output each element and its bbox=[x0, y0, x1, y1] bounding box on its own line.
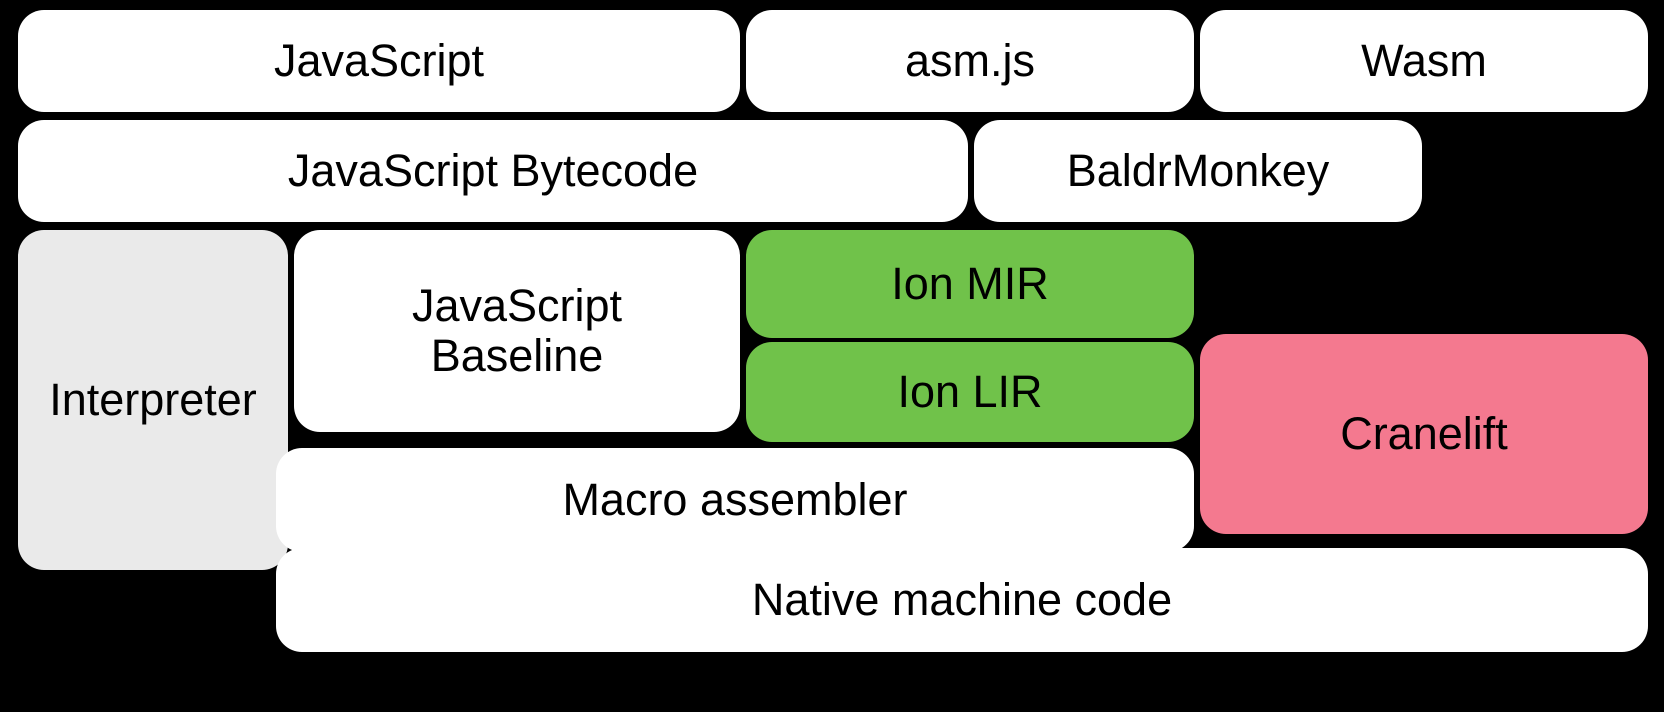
node-ion-lir[interactable]: Ion LIR bbox=[746, 342, 1194, 442]
node-baldrmonkey[interactable]: BaldrMonkey bbox=[974, 120, 1422, 222]
node-native-machine-code[interactable]: Native machine code bbox=[276, 548, 1648, 652]
node-interpreter[interactable]: Interpreter bbox=[18, 230, 288, 570]
node-macro-assembler[interactable]: Macro assembler bbox=[276, 448, 1194, 552]
node-javascript-bytecode[interactable]: JavaScript Bytecode bbox=[18, 120, 968, 222]
node-wasm[interactable]: Wasm bbox=[1200, 10, 1648, 112]
node-ion-mir[interactable]: Ion MIR bbox=[746, 230, 1194, 338]
node-cranelift[interactable]: Cranelift bbox=[1200, 334, 1648, 534]
node-javascript-baseline[interactable]: JavaScript Baseline bbox=[294, 230, 740, 432]
node-javascript[interactable]: JavaScript bbox=[18, 10, 740, 112]
node-asmjs[interactable]: asm.js bbox=[746, 10, 1194, 112]
